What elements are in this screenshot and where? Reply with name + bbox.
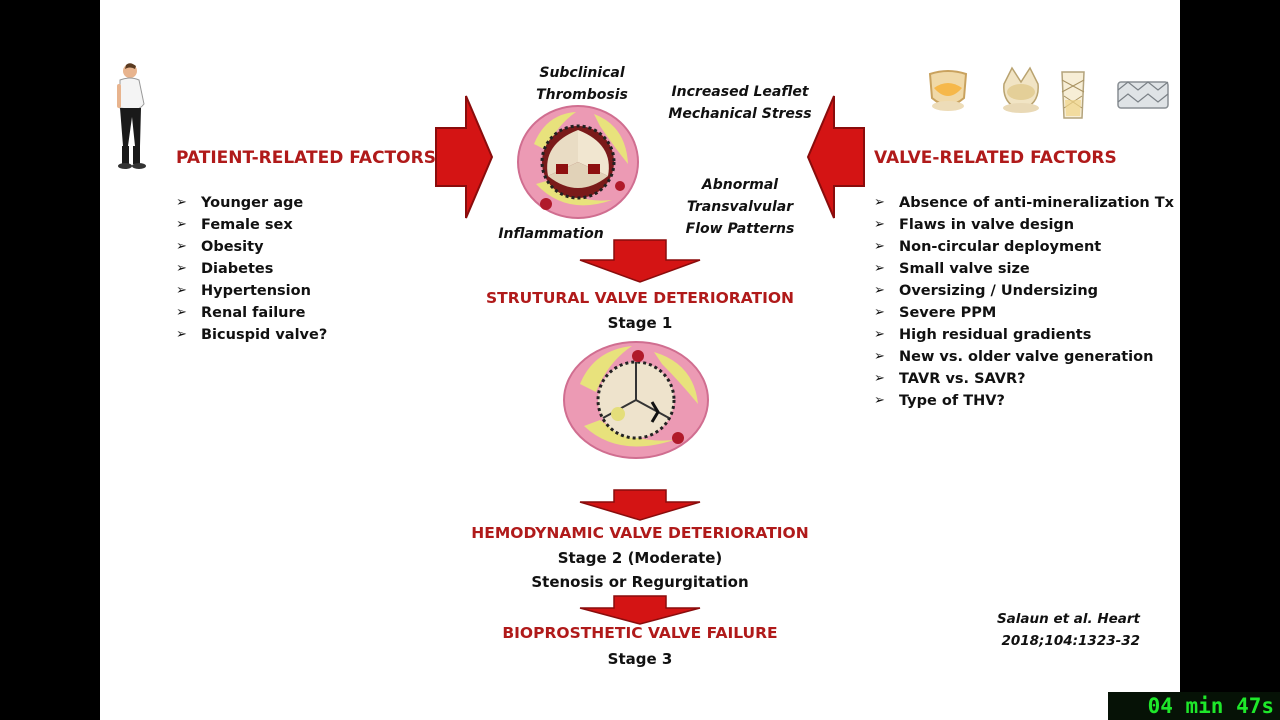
list-item: ➢Obesity	[176, 236, 327, 258]
list-item: ➢Severe PPM	[874, 302, 1174, 324]
valve-image-1	[928, 70, 968, 111]
list-item: ➢Younger age	[176, 192, 327, 214]
stage-1-label: Stage 1	[607, 314, 673, 332]
list-item: ➢TAVR vs. SAVR?	[874, 368, 1174, 390]
stage-3-label: Stage 3	[607, 650, 673, 668]
stage-1-title: STRUTURAL VALVE DETERIORATION	[486, 289, 794, 307]
video-timer: 04 min 47s	[1108, 692, 1280, 720]
valve-cross-section-1	[517, 105, 639, 219]
chevron-right-icon: ➢	[874, 239, 885, 254]
chevron-right-icon: ➢	[874, 283, 885, 298]
stage-2-title: HEMODYNAMIC VALVE DETERIORATION	[471, 524, 809, 542]
list-item: ➢Absence of anti-mineralization Tx	[874, 192, 1174, 214]
flow-label: Abnormal Transvalvular Flow Patterns	[685, 177, 795, 237]
chevron-right-icon: ➢	[874, 305, 885, 320]
valve-cross-section-2	[563, 341, 709, 459]
thrombosis-label: Subclinical Thrombosis	[536, 65, 628, 103]
list-item: ➢Oversizing / Undersizing	[874, 280, 1174, 302]
valve-factors-list: ➢Absence of anti-mineralization Tx ➢Flaw…	[874, 192, 1174, 412]
list-item: ➢High residual gradients	[874, 324, 1174, 346]
list-item: ➢Female sex	[176, 214, 327, 236]
patient-arrow-icon	[435, 95, 494, 219]
stage-2-detail: Stenosis or Regurgitation	[531, 573, 749, 591]
stage-2-label: Stage 2 (Moderate)	[557, 549, 723, 567]
chevron-right-icon: ➢	[874, 327, 885, 342]
chevron-right-icon: ➢	[176, 261, 187, 276]
chevron-right-icon: ➢	[874, 217, 885, 232]
list-item: ➢Non-circular deployment	[874, 236, 1174, 258]
chevron-right-icon: ➢	[874, 349, 885, 364]
list-item: ➢Diabetes	[176, 258, 327, 280]
citation: Salaun et al. Heart 2018;104:1323-32	[996, 611, 1140, 649]
inflammation-label: Inflammation	[498, 226, 604, 242]
down-arrow-icon-1	[579, 239, 701, 283]
chevron-right-icon: ➢	[874, 393, 885, 408]
chevron-right-icon: ➢	[176, 217, 187, 232]
down-arrow-icon-2	[579, 489, 701, 521]
chevron-right-icon: ➢	[176, 327, 187, 342]
valve-arrow-icon	[806, 95, 865, 219]
list-item: ➢Bicuspid valve?	[176, 324, 327, 346]
patient-factors-list: ➢Younger age ➢Female sex ➢Obesity ➢Diabe…	[176, 192, 327, 346]
valve-image-3	[1061, 71, 1085, 119]
list-item: ➢Hypertension	[176, 280, 327, 302]
list-item: ➢Type of THV?	[874, 390, 1174, 412]
chevron-right-icon: ➢	[874, 195, 885, 210]
valve-image-4	[1117, 81, 1169, 109]
valve-image-2	[1003, 66, 1039, 113]
chevron-right-icon: ➢	[874, 371, 885, 386]
chevron-right-icon: ➢	[874, 261, 885, 276]
stage-3-title: BIOPROSTHETIC VALVE FAILURE	[502, 624, 778, 642]
list-item: ➢Renal failure	[176, 302, 327, 324]
chevron-right-icon: ➢	[176, 283, 187, 298]
patient-factors-title: PATIENT-RELATED FACTORS	[176, 148, 436, 168]
list-item: ➢New vs. older valve generation	[874, 346, 1174, 368]
person-icon	[117, 63, 146, 169]
down-arrow-icon-3	[579, 595, 701, 625]
list-item: ➢Flaws in valve design	[874, 214, 1174, 236]
list-item: ➢Small valve size	[874, 258, 1174, 280]
chevron-right-icon: ➢	[176, 195, 187, 210]
chevron-right-icon: ➢	[176, 239, 187, 254]
stress-label: Increased Leaflet Mechanical Stress	[668, 84, 812, 122]
chevron-right-icon: ➢	[176, 305, 187, 320]
slide: PATIENT-RELATED FACTORS ➢Younger age ➢Fe…	[100, 0, 1180, 720]
valve-factors-title: VALVE-RELATED FACTORS	[874, 148, 1117, 168]
